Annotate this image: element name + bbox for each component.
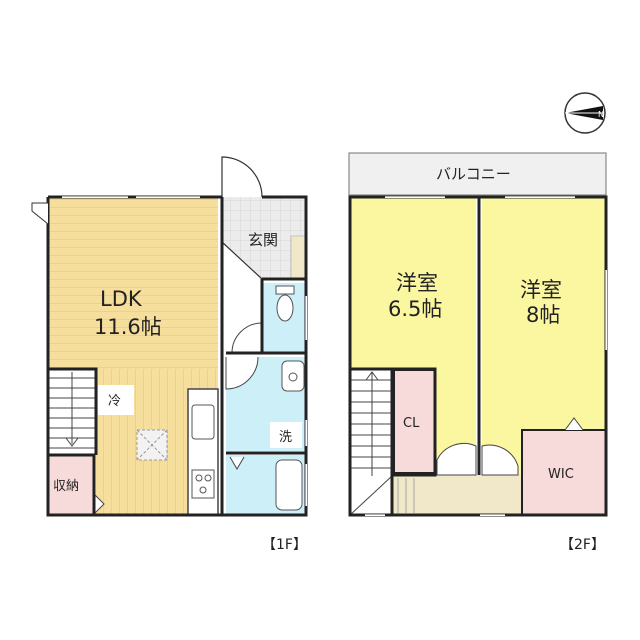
front-door	[221, 156, 263, 198]
stove-icon	[191, 469, 215, 499]
walk-in-closet	[521, 429, 607, 516]
washroom-label-box	[270, 422, 302, 448]
hallway-stairs	[397, 478, 415, 513]
room-b-name: 洋室	[520, 278, 562, 302]
wic-door	[564, 417, 584, 431]
washroom-door	[225, 356, 259, 390]
ldk-floor	[48, 197, 218, 369]
windows-2f	[365, 196, 607, 516]
first-floor: 冷 玄関 洗	[31, 156, 308, 517]
window-marks-2f	[365, 195, 606, 515]
toilet-door	[231, 322, 263, 354]
compass-icon: N	[564, 92, 606, 134]
room-b-size: 8帖	[526, 303, 560, 327]
balcony	[348, 152, 607, 196]
storage-door	[93, 493, 105, 515]
window-marks-1f	[62, 195, 306, 506]
entrance-step	[290, 235, 307, 280]
windows-1f	[62, 196, 307, 506]
toilet-icon	[275, 285, 295, 322]
entrance-floor	[222, 197, 306, 279]
wic-label: WIC	[548, 467, 574, 482]
ldk-size: 11.6帖	[94, 315, 162, 339]
storage-label: 収納	[53, 479, 79, 494]
washroom-label: 洗	[279, 430, 292, 445]
balcony-label: バルコニー	[436, 165, 511, 183]
closet-label: CL	[403, 416, 420, 431]
bathtub	[275, 459, 303, 511]
wash-basin	[281, 360, 305, 392]
ldk-name: LDK	[100, 287, 143, 311]
basin-drain	[288, 372, 298, 382]
entrance-step-line	[221, 241, 263, 280]
room-b	[482, 197, 606, 430]
hallway-2f	[392, 475, 522, 515]
room-b-door	[481, 444, 519, 476]
second-floor: バルコニー CL WIC	[348, 152, 608, 517]
fridge-box	[98, 385, 134, 415]
bath-door-mark	[229, 456, 245, 470]
kitchen-sink	[191, 404, 215, 440]
room-a-size: 6.5帖	[388, 297, 442, 321]
side-door	[31, 202, 49, 225]
stair-area-2f	[350, 369, 392, 515]
stairs-2f	[349, 371, 393, 516]
ceiling-hatch	[136, 429, 168, 461]
fridge-label: 冷	[108, 394, 121, 409]
compass-north-label: N	[598, 110, 604, 119]
room-a-name: 洋室	[396, 271, 438, 295]
entrance-label: 玄関	[248, 231, 278, 249]
floor-1-tag: 【1F】	[262, 537, 307, 553]
closet	[393, 369, 436, 474]
room-a	[350, 197, 476, 369]
stairs-1f	[48, 372, 96, 449]
room-a-door	[436, 442, 477, 476]
floor-2-tag: 【2F】	[560, 537, 605, 553]
